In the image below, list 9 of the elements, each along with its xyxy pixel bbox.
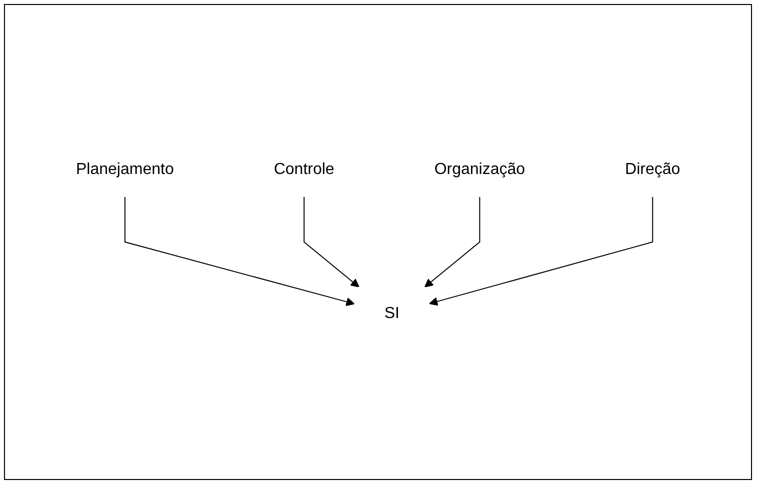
node-text: SI <box>384 305 400 322</box>
arrow <box>304 196 360 288</box>
arrow <box>424 196 480 288</box>
arrow <box>428 196 654 306</box>
node-text: Planejamento <box>76 161 174 178</box>
node-text: Direção <box>624 161 680 178</box>
node-text: Organização <box>434 161 525 178</box>
node-text: Controle <box>274 161 334 178</box>
arrow <box>124 196 355 306</box>
